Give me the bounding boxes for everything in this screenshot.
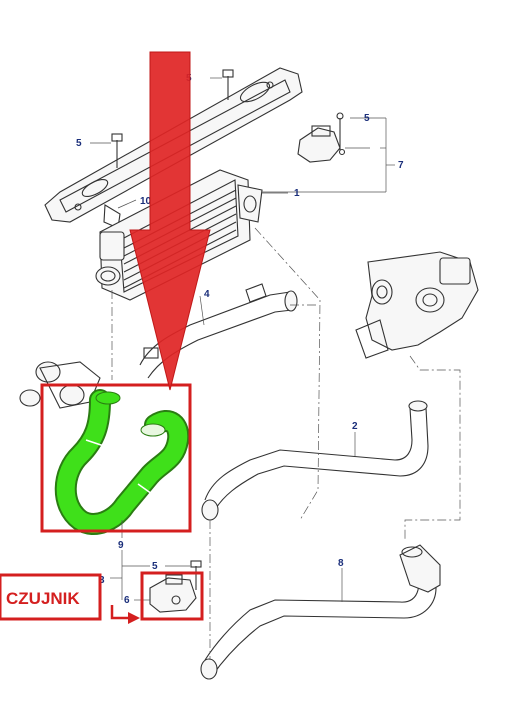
sensor-label-box: [0, 573, 102, 621]
label-3: 3: [99, 575, 105, 586]
bolt-left: [111, 133, 123, 168]
label-5-bottom: 5: [152, 561, 158, 572]
hose-highlight-frame: [40, 383, 192, 533]
pipe-fittings-left: [19, 361, 101, 409]
label-5-left: 5: [76, 138, 82, 149]
hose-9-highlighted: [54, 389, 190, 535]
leader-lines: [90, 77, 395, 602]
label-5-right: 5: [364, 113, 370, 124]
label-10: 10: [140, 196, 152, 207]
label-9: 9: [118, 540, 124, 551]
red-down-arrow-icon: [129, 51, 211, 391]
connection-lines: [111, 227, 461, 660]
hose-2: [201, 400, 429, 521]
part-number-labels: 5 5 5 1 7 10 4 2 9 5 3 6 8: [76, 73, 404, 606]
red-right-arrow-icon: [110, 605, 140, 624]
label-7: 7: [398, 160, 404, 171]
label-8: 8: [338, 558, 344, 569]
label-6: 6: [124, 595, 130, 606]
label-2: 2: [352, 421, 358, 432]
bolt-top: [222, 69, 234, 100]
label-4: 4: [204, 289, 210, 300]
sensor-label: CZUJNIK: [6, 589, 80, 608]
pressure-sensor-lower: [149, 560, 202, 613]
throttle-housing: [355, 251, 479, 359]
label-1: 1: [294, 188, 300, 199]
hose-8: [200, 544, 441, 680]
sensor-highlight-frame: [140, 571, 204, 621]
pressure-sensor-upper: [297, 112, 346, 163]
